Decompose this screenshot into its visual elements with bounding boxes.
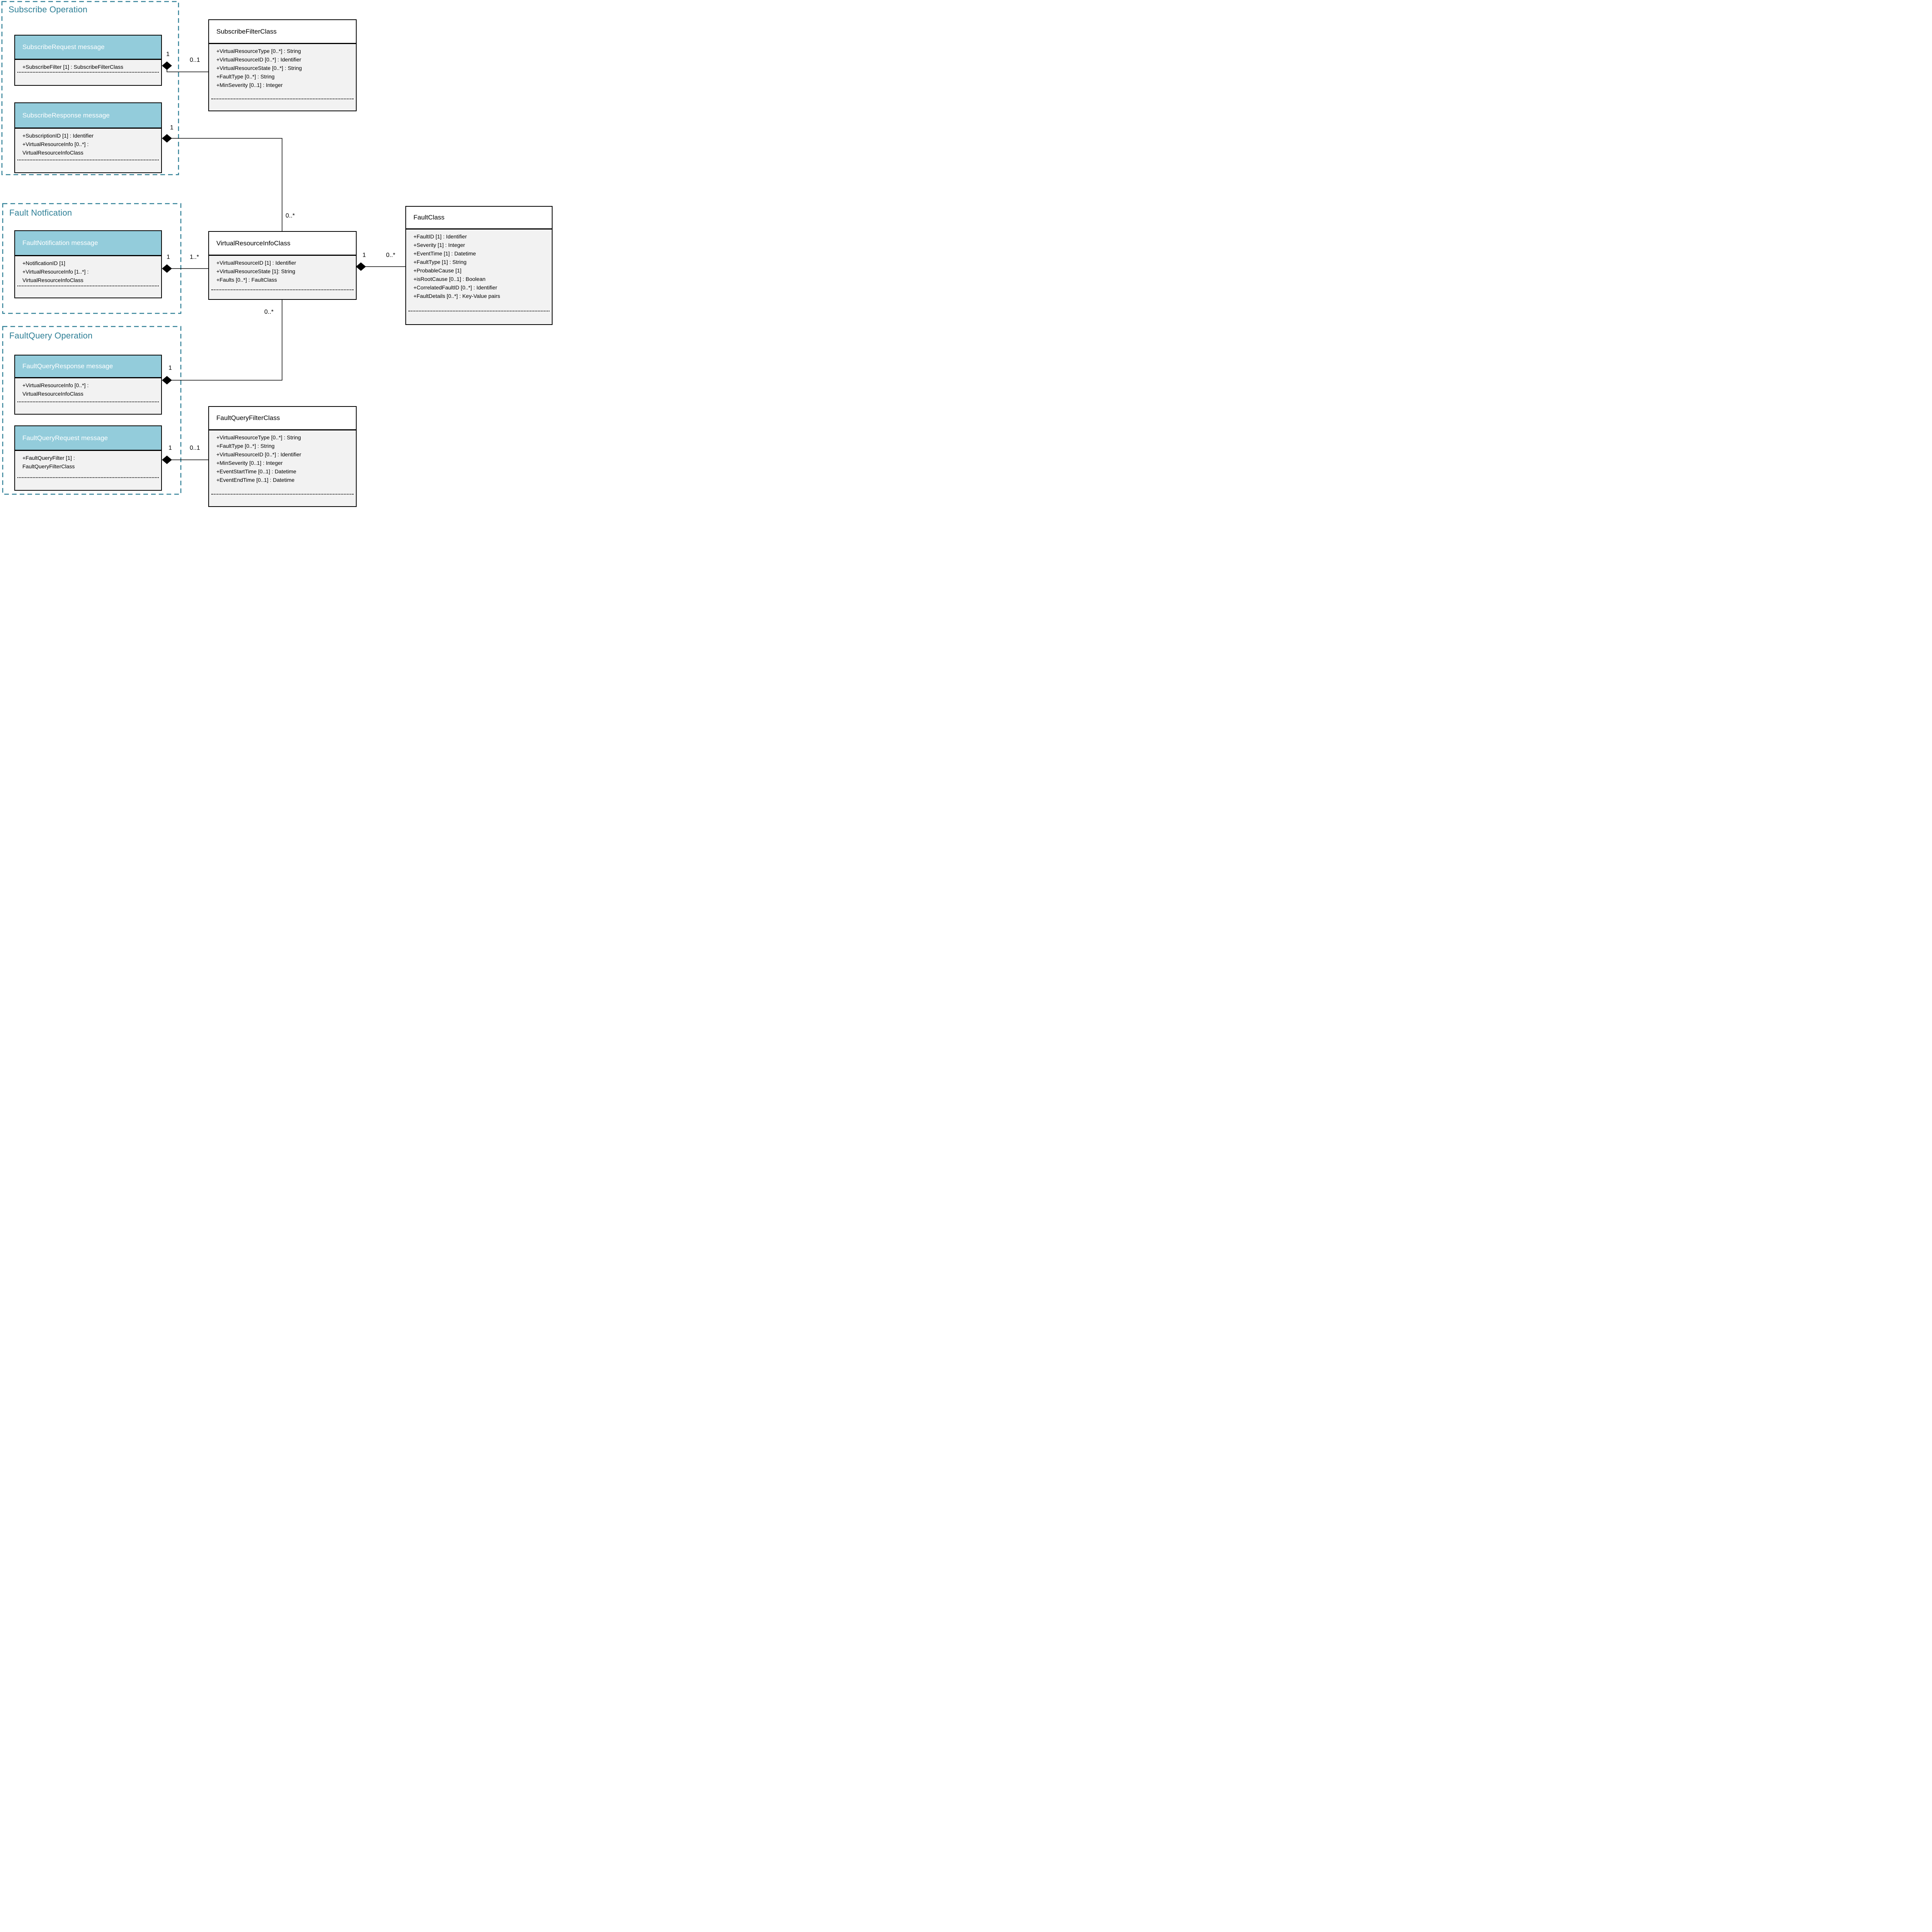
connector-subscribe-request-to-filter xyxy=(167,69,208,72)
attribute-line: +CorrelatedFaultID [0..*] : Identifier xyxy=(413,284,497,291)
group-title-faultquery-operation: FaultQuery Operation xyxy=(9,331,93,340)
class-box-fault-notification: FaultNotification message +NotificationI… xyxy=(14,230,162,298)
multiplicity-label: 1 xyxy=(167,254,170,260)
attribute-line: +EventEndTime [0..1] : Datetime xyxy=(216,477,295,483)
class-title: FaultQueryFilterClass xyxy=(216,414,280,422)
class-box-virtual-resource-info-class: VirtualResourceInfoClass +VirtualResourc… xyxy=(208,231,357,300)
attributes-separator xyxy=(211,494,354,495)
attribute-line: +VirtualResourceID [0..*] : Identifier xyxy=(216,56,301,63)
attributes-separator xyxy=(17,401,159,402)
class-title: SubscribeResponse message xyxy=(22,111,110,119)
aggregation-diamond-subscribe-request xyxy=(162,61,172,70)
multiplicity-label: 1 xyxy=(168,445,172,451)
attribute-line: VirtualResourceInfoClass xyxy=(22,150,83,156)
attributes-compartment: +VirtualResourceType [0..*] : String +Fau… xyxy=(209,430,356,484)
class-title-bar: SubscribeFilterClass xyxy=(209,20,356,44)
attribute-line: +FaultType [0..*] : String xyxy=(216,443,275,449)
connector-subscribe-response-to-vric xyxy=(171,138,282,231)
attributes-compartment: +SubscriptionID [1] : Identifier +Virtual… xyxy=(15,129,161,157)
multiplicity-label: 0..* xyxy=(386,252,396,259)
uml-diagram: Subscribe Operation Fault Notfication Fa… xyxy=(0,0,554,507)
attribute-line: +VirtualResourceType [0..*] : String xyxy=(216,48,301,54)
attributes-compartment: +FaultID [1] : Identifier +Severity [1] :… xyxy=(406,230,552,300)
attribute-line: +VirtualResourceID [0..*] : Identifier xyxy=(216,451,301,457)
attributes-compartment: +SubscribeFilter [1] : SubscribeFilterCl… xyxy=(15,60,161,71)
attribute-line: +VirtualResourceType [0..*] : String xyxy=(216,434,301,440)
attribute-line: +FaultDetails [0..*] : Key-Value pairs xyxy=(413,293,500,299)
class-box-subscribe-request: SubscribeRequest message +SubscribeFilte… xyxy=(14,35,162,86)
attribute-line: +Faults [0..*] : FaultClass xyxy=(216,277,277,283)
multiplicity-label: 0..1 xyxy=(190,57,200,63)
class-title-bar: FaultQueryFilterClass xyxy=(209,407,356,430)
attribute-line: +VirtualResourceInfo [0..*] : xyxy=(22,141,89,147)
attributes-separator xyxy=(211,289,354,290)
aggregation-diamond-faultquery-request xyxy=(162,456,172,464)
attribute-line: +FaultType [0..*] : String xyxy=(216,73,275,80)
class-title: FaultNotification message xyxy=(22,239,98,247)
multiplicity-label: 1 xyxy=(166,51,170,58)
attribute-line: +SubscribeFilter [1] : SubscribeFilterCl… xyxy=(22,64,124,70)
attribute-line: +isRootCause [0..1] : Boolean xyxy=(413,276,486,282)
attribute-line: +EventStartTime [0..1] : Datetime xyxy=(216,468,296,474)
attributes-compartment: +FaultQueryFilter [1] : FaultQueryFilterC… xyxy=(15,451,161,471)
attribute-line: +ProbableCause [1] xyxy=(413,267,462,274)
multiplicity-label: 0..* xyxy=(286,213,295,219)
attribute-line: FaultQueryFilterClass xyxy=(22,463,75,469)
multiplicity-label: 1 xyxy=(362,252,366,259)
class-title: FaultQueryResponse message xyxy=(22,362,113,370)
attributes-compartment: +VirtualResourceID [1] : Identifier +Virt… xyxy=(209,256,356,284)
attributes-separator xyxy=(17,477,159,478)
attribute-line: +VirtualResourceInfo [0..*] : xyxy=(22,382,89,388)
attribute-line: +NotificationID [1] xyxy=(22,260,65,266)
attributes-compartment: +VirtualResourceInfo [0..*] : VirtualReso… xyxy=(15,378,161,398)
attribute-line: +Severity [1] : Integer xyxy=(413,242,465,248)
class-title: SubscribeFilterClass xyxy=(216,27,277,35)
attribute-line: +VirtualResourceID [1] : Identifier xyxy=(216,260,296,266)
group-title-subscribe-operation: Subscribe Operation xyxy=(9,5,88,14)
class-box-subscribe-response: SubscribeResponse message +SubscriptionI… xyxy=(14,102,162,173)
aggregation-diamond-subscribe-response xyxy=(162,134,172,143)
class-box-fault-class: FaultClass +FaultID [1] : Identifier +Sev… xyxy=(405,206,553,325)
class-box-subscribe-filter-class: SubscribeFilterClass +VirtualResourceTyp… xyxy=(208,19,357,111)
class-title-bar: SubscribeRequest message xyxy=(15,36,161,60)
class-title-bar: SubscribeResponse message xyxy=(15,103,161,129)
class-title-bar: VirtualResourceInfoClass xyxy=(209,232,356,256)
multiplicity-label: 0..1 xyxy=(190,445,200,451)
class-title-bar: FaultClass xyxy=(406,207,552,230)
attribute-line: +SubscriptionID [1] : Identifier xyxy=(22,133,94,139)
multiplicity-label: 1 xyxy=(168,365,172,371)
attributes-compartment: +VirtualResourceType [0..*] : String +Vir… xyxy=(209,44,356,89)
multiplicity-label: 0..* xyxy=(264,309,274,315)
aggregation-diamond-faultquery-response xyxy=(162,376,172,384)
attribute-line: +VirtualResourceInfo [1..*] : xyxy=(22,269,89,275)
attribute-line: +MinSeverity [0..1] : Integer xyxy=(216,460,283,466)
aggregation-diamond-fault-notification xyxy=(162,264,172,273)
aggregation-diamond-vric xyxy=(356,262,366,271)
attribute-line: VirtualResourceInfoClass xyxy=(22,391,83,397)
class-box-fault-query-response: FaultQueryResponse message +VirtualResou… xyxy=(14,355,162,415)
class-box-fault-query-filter-class: FaultQueryFilterClass +VirtualResourceTy… xyxy=(208,406,357,507)
multiplicity-label: 1 xyxy=(170,124,173,131)
attribute-line: VirtualResourceInfoClass xyxy=(22,277,83,283)
class-title-bar: FaultQueryRequest message xyxy=(15,426,161,451)
class-box-fault-query-request: FaultQueryRequest message +FaultQueryFil… xyxy=(14,425,162,491)
attributes-compartment: +NotificationID [1] +VirtualResourceInfo … xyxy=(15,256,161,284)
attribute-line: +VirtualResourceState [0..*] : String xyxy=(216,65,302,71)
attribute-line: +MinSeverity [0..1] : Integer xyxy=(216,82,283,88)
attribute-line: +VirtualResourceState [1]: String xyxy=(216,268,296,274)
multiplicity-label: 1..* xyxy=(190,254,199,260)
attribute-line: +FaultQueryFilter [1] : xyxy=(22,455,75,461)
class-title: VirtualResourceInfoClass xyxy=(216,239,291,247)
class-title: FaultQueryRequest message xyxy=(22,434,108,442)
group-title-fault-notification: Fault Notfication xyxy=(9,208,72,218)
class-title: FaultClass xyxy=(413,214,445,221)
class-title-bar: FaultQueryResponse message xyxy=(15,355,161,378)
class-title: SubscribeRequest message xyxy=(22,43,105,51)
attribute-line: +FaultType [1] : String xyxy=(413,259,467,265)
attribute-line: +EventTime [1] : Datetime xyxy=(413,250,476,257)
attribute-line: +FaultID [1] : Identifier xyxy=(413,233,467,240)
attributes-separator xyxy=(17,72,159,73)
class-title-bar: FaultNotification message xyxy=(15,231,161,256)
